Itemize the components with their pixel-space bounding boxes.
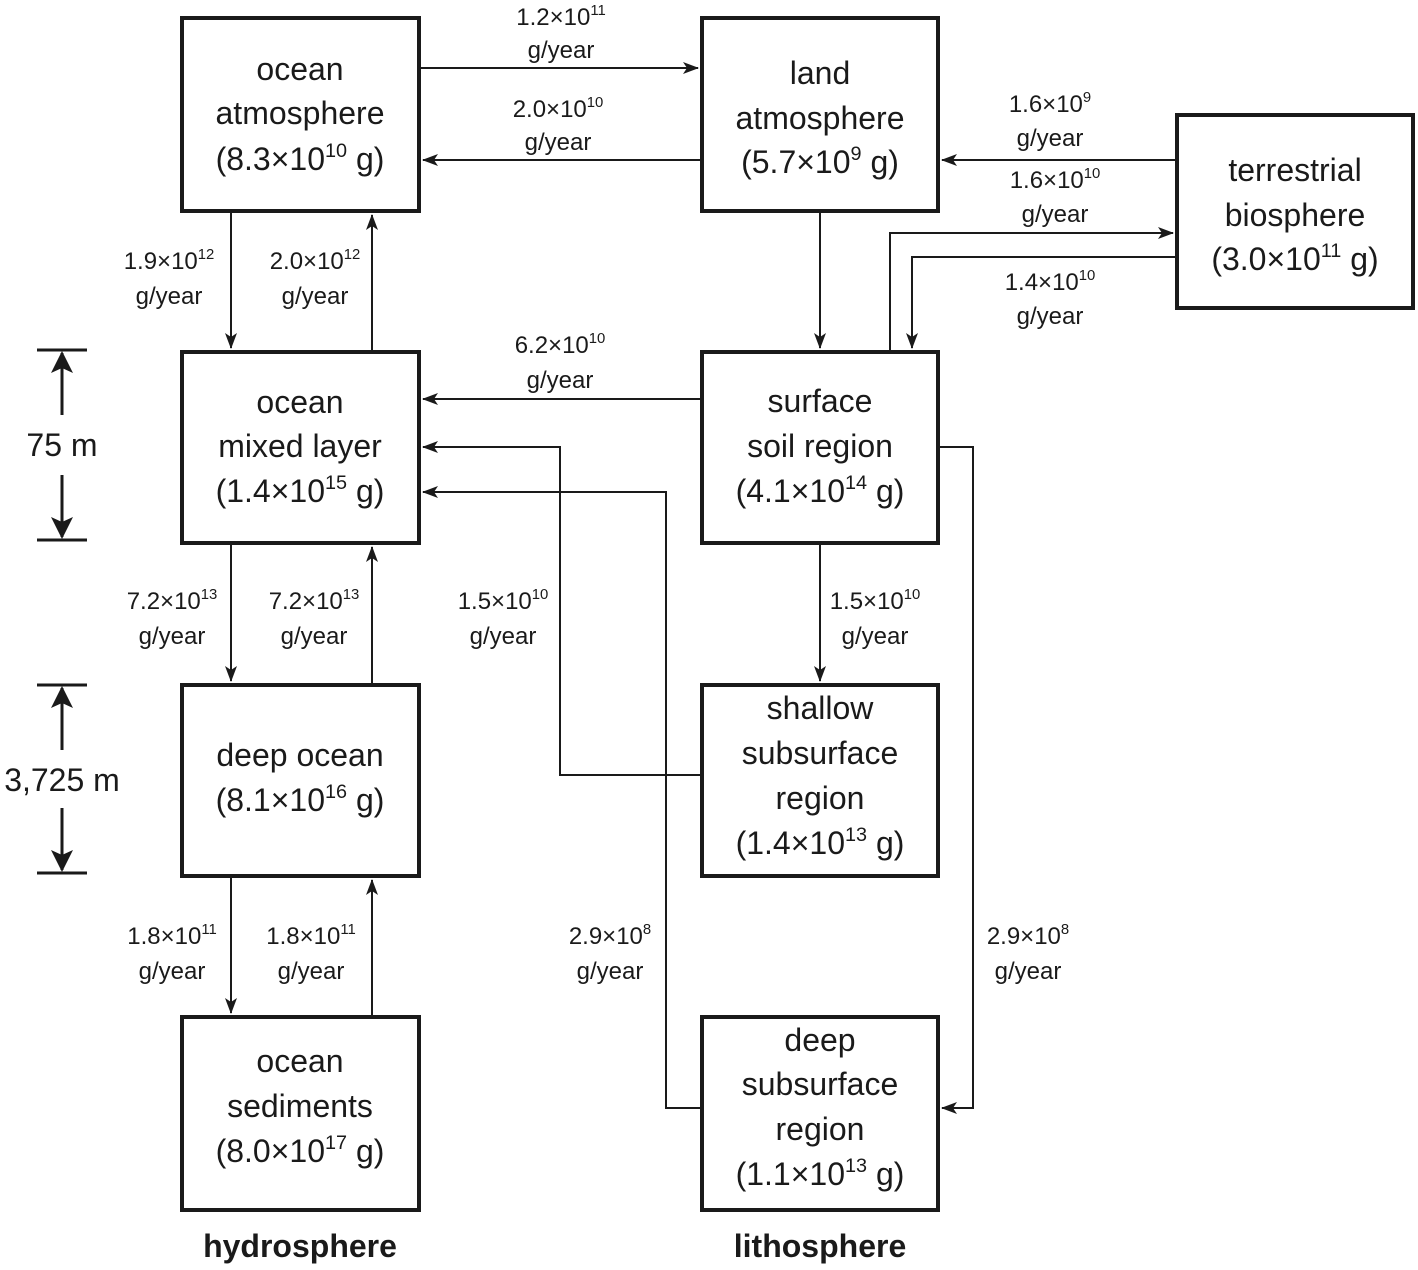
box-label: region	[776, 780, 865, 816]
box-mass: (1.1×1013 g)	[736, 1155, 905, 1192]
box-mass: (8.1×1016 g)	[216, 781, 385, 818]
flow-label-soil-to-biosphere: 1.6×1010 g/year	[1010, 166, 1101, 228]
flow-label-ocean-atm-to-land-atm: 1.2×1011 g/year	[516, 3, 606, 64]
arrow-deep-subsurface-to-mixed	[422, 486, 700, 1109]
svg-text:6.2×1010: 6.2×1010	[515, 331, 606, 359]
svg-text:2.0×1010: 2.0×1010	[513, 95, 604, 123]
box-shallow-subsurface-region: shallow subsurface region (1.4×1013 g)	[700, 683, 940, 878]
svg-text:7.2×1013: 7.2×1013	[269, 587, 360, 615]
box-mass: (1.4×1013 g)	[736, 824, 905, 861]
svg-text:1.2×1011: 1.2×1011	[516, 3, 606, 31]
box-label: ocean	[256, 51, 343, 87]
flow-label-sediments-to-deep-ocean: 1.8×1011 g/year	[266, 922, 356, 985]
svg-text:g/year: g/year	[577, 958, 644, 985]
svg-text:g/year: g/year	[470, 623, 537, 650]
box-mass: (8.0×1017 g)	[216, 1132, 385, 1169]
box-label: soil region	[747, 428, 893, 464]
flow-label-soil-to-shallow: 1.5×1010 g/year	[830, 587, 921, 650]
svg-text:1.9×1012: 1.9×1012	[124, 247, 215, 275]
flow-label-soil-to-mixed: 6.2×1010 g/year	[515, 331, 606, 394]
box-label: land	[790, 55, 851, 91]
arrows	[225, 62, 1175, 1114]
svg-text:7.2×1013: 7.2×1013	[127, 587, 218, 615]
box-deep-ocean: deep ocean (8.1×1016 g)	[180, 683, 421, 878]
svg-text:g/year: g/year	[1017, 125, 1084, 152]
flow-label-deep-ocean-to-sediments: 1.8×1011 g/year	[127, 922, 217, 985]
svg-text:g/year: g/year	[527, 367, 594, 394]
arrow-soil-to-biosphere	[889, 227, 1174, 350]
box-label: terrestrial	[1228, 152, 1361, 188]
box-mass: (5.7×109 g)	[741, 143, 899, 180]
box-mass: (4.1×1014 g)	[736, 472, 905, 509]
box-terrestrial-biosphere: terrestrial biosphere (3.0×1011 g)	[1175, 113, 1415, 310]
box-label: mixed layer	[218, 428, 382, 464]
svg-text:g/year: g/year	[995, 958, 1062, 985]
svg-text:1.8×1011: 1.8×1011	[266, 922, 356, 950]
svg-text:1.5×1010: 1.5×1010	[830, 587, 921, 615]
box-mass: (1.4×1015 g)	[216, 472, 385, 509]
svg-text:1.6×109: 1.6×109	[1009, 90, 1091, 118]
box-label: deep	[784, 1022, 855, 1058]
flow-label-deep-ocean-to-mixed: 7.2×1013 g/year	[269, 587, 360, 650]
box-label: ocean	[256, 384, 343, 420]
svg-text:1.4×1010: 1.4×1010	[1005, 268, 1096, 296]
box-label: surface	[768, 383, 873, 419]
box-label: ocean	[256, 1043, 343, 1079]
svg-text:g/year: g/year	[1017, 303, 1084, 330]
svg-text:g/year: g/year	[136, 283, 203, 310]
box-ocean-mixed-layer: ocean mixed layer (1.4×1015 g)	[180, 350, 421, 545]
flow-label-deep-subsurface-to-mixed: 2.9×108 g/year	[569, 922, 651, 985]
box-label: atmosphere	[216, 95, 385, 131]
box-label: subsurface	[742, 1066, 899, 1102]
svg-text:g/year: g/year	[525, 129, 592, 156]
depth-label-deep-ocean: 3,725 m	[4, 762, 120, 798]
flow-labels: 1.2×1011 g/year 2.0×1010 g/year 1.6×109 …	[124, 3, 1101, 985]
box-mass: (3.0×1011 g)	[1211, 240, 1378, 277]
box-mass: (8.3×1010 g)	[216, 140, 385, 177]
svg-text:g/year: g/year	[139, 623, 206, 650]
box-ocean-sediments: ocean sediments (8.0×1017 g)	[180, 1015, 421, 1212]
box-deep-subsurface-region: deep subsurface region (1.1×1013 g)	[700, 1015, 940, 1212]
box-label: biosphere	[1225, 197, 1366, 233]
svg-text:g/year: g/year	[842, 623, 909, 650]
flow-label-mixed-to-deep-ocean: 7.2×1013 g/year	[127, 587, 218, 650]
flow-label-ocean-atm-to-mixed: 1.9×1012 g/year	[124, 247, 215, 310]
flow-label-soil-to-deep-subsurface: 2.9×108 g/year	[987, 922, 1069, 985]
svg-text:g/year: g/year	[281, 623, 348, 650]
svg-text:2.9×108: 2.9×108	[569, 922, 651, 950]
svg-text:g/year: g/year	[528, 37, 595, 64]
arrow-biosphere-to-soil	[906, 256, 1175, 349]
flow-label-land-atm-to-ocean-atm: 2.0×1010 g/year	[513, 95, 604, 156]
box-ocean-atmosphere: ocean atmosphere (8.3×1010 g)	[180, 16, 421, 213]
svg-text:1.8×1011: 1.8×1011	[127, 922, 217, 950]
svg-text:1.6×1010: 1.6×1010	[1010, 166, 1101, 194]
depth-label-mixed-layer: 75 m	[26, 427, 97, 463]
box-label: shallow	[767, 690, 875, 726]
svg-text:2.9×108: 2.9×108	[987, 922, 1069, 950]
group-label-hydrosphere: hydrosphere	[203, 1228, 397, 1264]
arrow-soil-to-deep-subsurface	[940, 446, 974, 1114]
svg-text:g/year: g/year	[1022, 201, 1089, 228]
flow-label-mixed-to-ocean-atm: 2.0×1012 g/year	[270, 247, 361, 310]
svg-text:g/year: g/year	[282, 283, 349, 310]
svg-text:2.0×1012: 2.0×1012	[270, 247, 361, 275]
svg-text:g/year: g/year	[278, 958, 345, 985]
flow-label-biosphere-to-land-atm: 1.6×109 g/year	[1009, 90, 1091, 152]
box-label: subsurface	[742, 735, 899, 771]
flow-label-shallow-to-mixed: 1.5×1010 g/year	[458, 587, 549, 650]
arrow-shallow-to-mixed	[422, 441, 700, 776]
box-label: deep ocean	[216, 737, 383, 773]
box-surface-soil-region: surface soil region (4.1×1014 g)	[700, 350, 940, 545]
group-label-lithosphere: lithosphere	[734, 1228, 906, 1264]
box-label: atmosphere	[736, 100, 905, 136]
box-label: sediments	[227, 1088, 373, 1124]
depth-scale: 75 m 3,725 m	[4, 348, 120, 875]
flow-label-biosphere-to-soil: 1.4×1010 g/year	[1005, 268, 1096, 330]
box-land-atmosphere: land atmosphere (5.7×109 g)	[700, 16, 940, 213]
svg-text:g/year: g/year	[139, 958, 206, 985]
box-label: region	[776, 1111, 865, 1147]
svg-text:1.5×1010: 1.5×1010	[458, 587, 549, 615]
